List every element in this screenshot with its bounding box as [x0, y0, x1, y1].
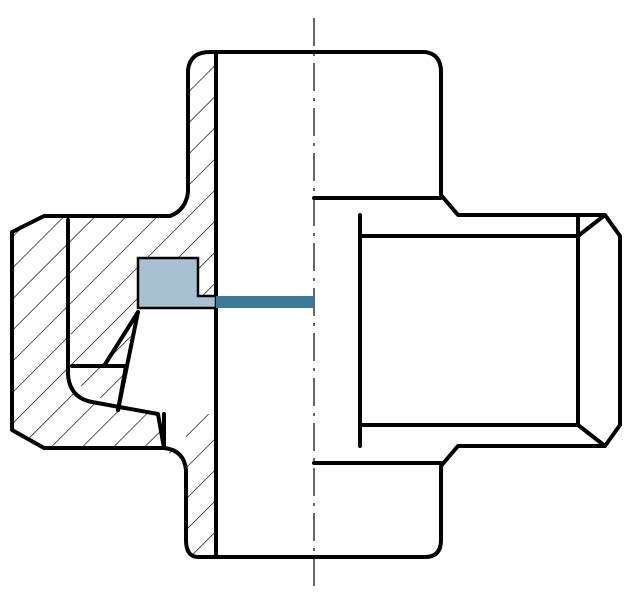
- cone-taper: [102, 310, 140, 412]
- main-body-outline: [214, 50, 622, 559]
- seal-lip: [216, 296, 313, 308]
- section-hatching: [12, 52, 216, 560]
- nut-outline: [10, 50, 218, 560]
- nut-section-area: [12, 52, 216, 560]
- thread-section: [358, 213, 607, 448]
- seal: [136, 256, 313, 310]
- nut-outer-profile: [10, 50, 218, 560]
- nut-inner-profile: [66, 218, 166, 450]
- body-outer-profile: [214, 50, 622, 559]
